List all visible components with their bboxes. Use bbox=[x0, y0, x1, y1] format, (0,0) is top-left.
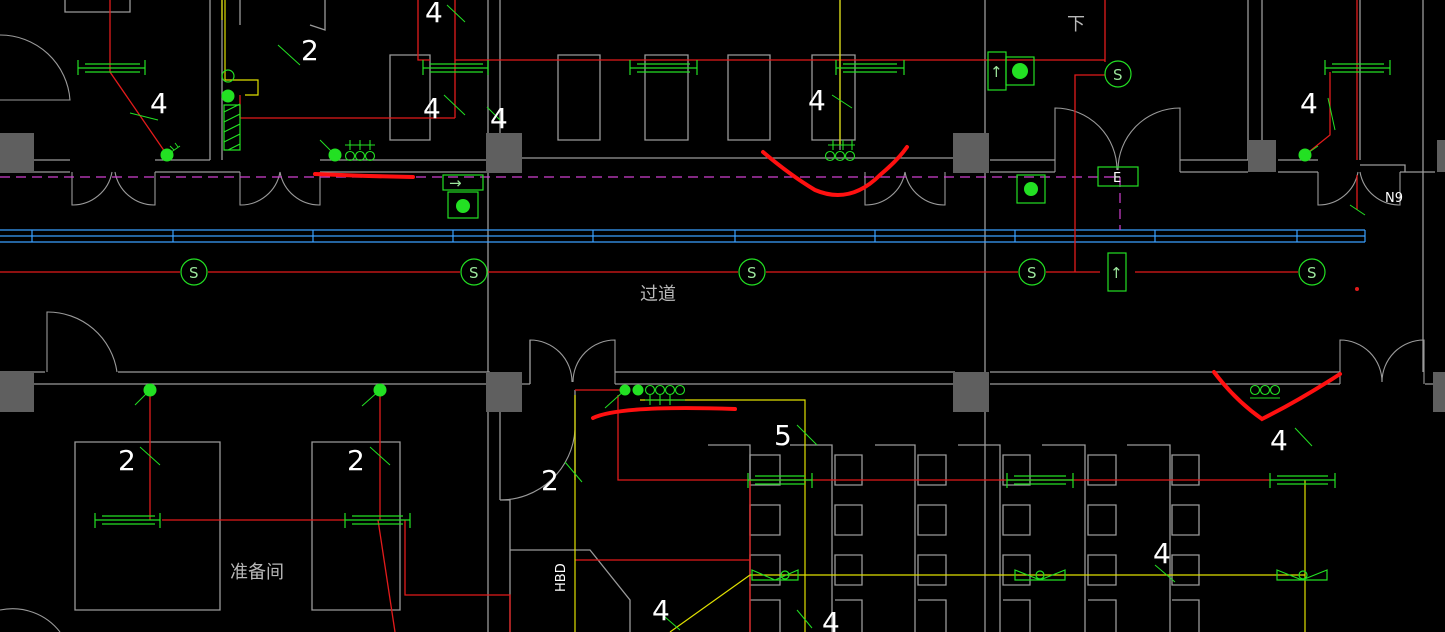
fan-box[interactable] bbox=[1016, 174, 1046, 204]
smoke-detector-symbol[interactable] bbox=[738, 258, 766, 286]
wire-count: 4 bbox=[1153, 537, 1171, 570]
smoke-detector-symbol[interactable] bbox=[1104, 60, 1132, 88]
axis-line bbox=[0, 176, 1121, 230]
markup-stroke[interactable] bbox=[313, 172, 415, 179]
room-label-partial: 下 bbox=[1067, 14, 1085, 35]
wire-count: 4 bbox=[150, 87, 168, 120]
wire-ticks bbox=[129, 4, 1366, 631]
wire-count: 4 bbox=[1270, 424, 1288, 457]
room-label-prep-room: 准备间 bbox=[230, 562, 284, 583]
marker-dot bbox=[1355, 287, 1359, 291]
exit-sign-box[interactable] bbox=[1097, 166, 1139, 187]
wire-count: 5 bbox=[774, 419, 792, 452]
boxed-devices[interactable] bbox=[221, 51, 1139, 292]
smoke-detector-labels: S S S S S S bbox=[189, 66, 1317, 282]
smoke-label: S bbox=[1027, 264, 1037, 282]
markup-curve[interactable] bbox=[1212, 370, 1342, 422]
room-label-corridor: 过道 bbox=[640, 284, 676, 305]
detector-clusters bbox=[344, 140, 1281, 405]
arrow-box[interactable] bbox=[442, 174, 484, 191]
wire-count-labels: 2 4 4 4 4 4 4 2 2 2 5 4 4 4 4 bbox=[118, 0, 1318, 632]
arrow-icon: → bbox=[449, 174, 462, 192]
wire-count: 2 bbox=[541, 464, 559, 497]
wire-count: 4 bbox=[425, 0, 443, 29]
door-swings bbox=[0, 34, 1425, 632]
smoke-detectors[interactable] bbox=[180, 60, 1326, 286]
wire-count: 4 bbox=[822, 606, 840, 632]
markup-stroke[interactable] bbox=[591, 406, 737, 420]
wire-count: 4 bbox=[423, 92, 441, 125]
riser-box[interactable] bbox=[1107, 252, 1127, 292]
wire-count: 2 bbox=[118, 444, 136, 477]
smoke-label: S bbox=[1307, 264, 1317, 282]
markup-curve[interactable] bbox=[761, 145, 909, 197]
fan-box[interactable] bbox=[447, 191, 479, 219]
wire-count: 4 bbox=[652, 594, 670, 627]
smoke-detector-symbol[interactable] bbox=[1018, 258, 1046, 286]
wire-count: 4 bbox=[808, 84, 826, 117]
yellow-pipes bbox=[221, 0, 1306, 632]
grid-tag-label: N9 bbox=[1385, 191, 1403, 206]
wire-count: 4 bbox=[1300, 87, 1318, 120]
exit-sign-label: E bbox=[1113, 171, 1121, 186]
sprinkler-heads[interactable] bbox=[134, 89, 1319, 409]
wire-count: 2 bbox=[347, 444, 365, 477]
smoke-detector-symbol[interactable] bbox=[1298, 258, 1326, 286]
duct-band bbox=[0, 229, 1366, 243]
wire-count: 4 bbox=[490, 102, 508, 135]
smoke-label: S bbox=[469, 264, 479, 282]
smoke-label: S bbox=[1113, 66, 1123, 84]
structural-columns bbox=[0, 133, 1445, 412]
smoke-label: S bbox=[747, 264, 757, 282]
smoke-detector-symbol[interactable] bbox=[460, 258, 488, 286]
fan-symbols bbox=[456, 63, 1038, 213]
box-labels: → ↑ ↑ E bbox=[449, 63, 1123, 282]
markup-annotations[interactable] bbox=[313, 145, 1342, 422]
equipment-tag-label: HBD bbox=[554, 563, 569, 592]
smoke-label: S bbox=[189, 264, 199, 282]
smoke-detector-symbol[interactable] bbox=[180, 258, 208, 286]
riser-arrow-icon: ↑ bbox=[1110, 264, 1123, 282]
wire-count: 2 bbox=[301, 34, 319, 67]
valves bbox=[751, 569, 1328, 581]
riser-arrow-icon: ↑ bbox=[990, 63, 1003, 81]
light-fixtures bbox=[77, 60, 1391, 528]
fan-box[interactable] bbox=[1005, 56, 1035, 86]
